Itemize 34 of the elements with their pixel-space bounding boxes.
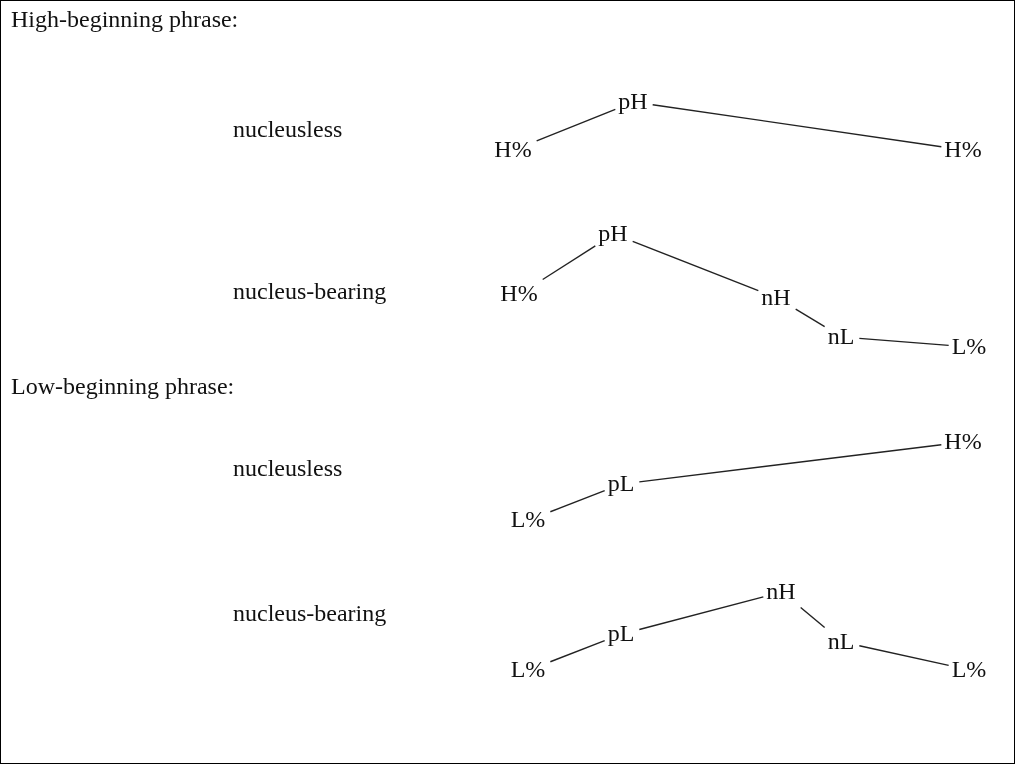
tone-label: H% [493, 136, 533, 162]
tone-label: nL [826, 628, 856, 654]
tone-label: pL [606, 470, 636, 496]
tone-label: L% [950, 333, 988, 359]
connector-line [631, 240, 760, 292]
connector-line [549, 640, 606, 663]
tone-label: pL [606, 620, 636, 646]
tone-label: nL [826, 323, 856, 349]
section-heading: High-beginning phrase: [11, 7, 239, 31]
connector-line [794, 308, 826, 328]
section-heading: Low-beginning phrase: [11, 374, 235, 398]
contour-type-label: nucleus-bearing [233, 279, 387, 303]
tone-label: nH [760, 284, 792, 310]
contour-type-label: nucleus-bearing [233, 601, 387, 625]
connector-line [858, 337, 950, 347]
connector-line [549, 490, 606, 513]
contour-type-label: nucleusless [233, 456, 343, 480]
tone-label: pH [597, 220, 629, 246]
tone-label: H% [499, 280, 539, 306]
tone-label: L% [950, 656, 988, 682]
tone-label: H% [943, 136, 983, 162]
connector-line [535, 108, 617, 142]
connector-line [638, 444, 943, 483]
tone-label: pH [617, 88, 649, 114]
tone-label: L% [509, 656, 547, 682]
tone-label: L% [509, 506, 547, 532]
tone-label: H% [943, 428, 983, 454]
connector-line [541, 245, 597, 281]
contour-type-label: nucleusless [233, 117, 343, 141]
connector-line [799, 606, 826, 629]
tone-label: nH [765, 578, 797, 604]
connector-line [651, 104, 943, 148]
connector-line [638, 596, 765, 631]
connector-line [858, 645, 950, 667]
